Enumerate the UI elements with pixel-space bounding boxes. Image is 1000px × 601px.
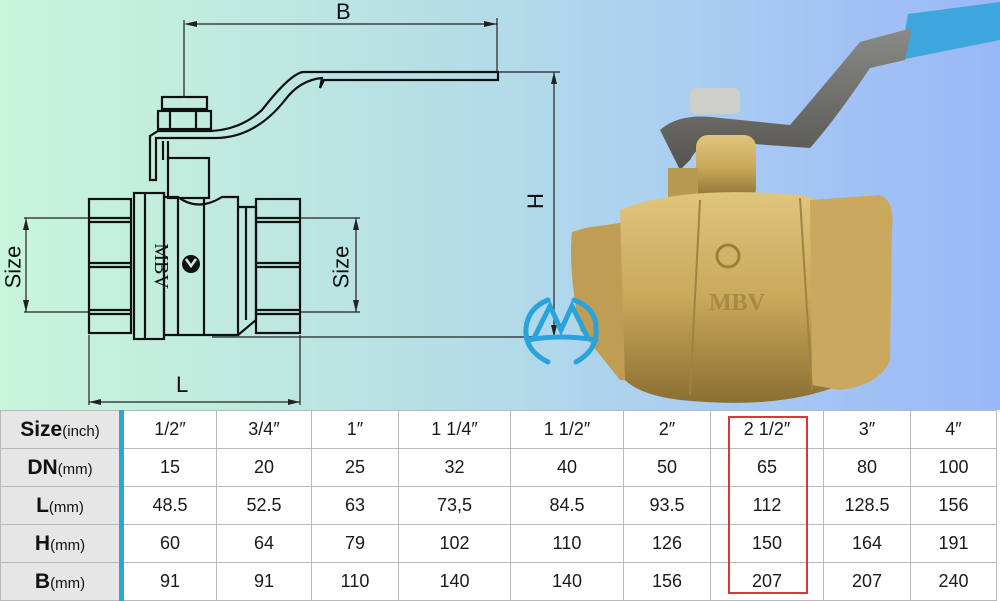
row-header-size: Size(inch): [0, 410, 124, 449]
table-cell: 1 1/4″: [398, 410, 511, 449]
mbv-emblem-icon: [182, 255, 200, 273]
table-cell: 60: [121, 524, 217, 563]
table-cell: 164: [823, 524, 911, 563]
table-cell: 1 1/2″: [510, 410, 624, 449]
table-cell: 50: [623, 448, 711, 487]
table-cell: 73,5: [398, 486, 511, 525]
table-cell: 3″: [823, 410, 911, 449]
table-cell: 128.5: [823, 486, 911, 525]
table-cell: 156: [623, 562, 711, 601]
table-cell: 112: [710, 486, 824, 525]
table-cell: 191: [910, 524, 997, 563]
table-cell: 93.5: [623, 486, 711, 525]
table-cell: 64: [216, 524, 312, 563]
valve-technical-drawing: MBV: [23, 18, 560, 405]
table-cell: 15: [121, 448, 217, 487]
table-cell: 126: [623, 524, 711, 563]
product-illustration: MBV: [0, 0, 1000, 410]
dimension-label-size-right: Size: [328, 245, 354, 289]
table-cell: 80: [823, 448, 911, 487]
table-cell: 48.5: [121, 486, 217, 525]
row-header-l: L(mm): [0, 486, 124, 525]
table-cell: 1″: [311, 410, 399, 449]
table-row-dn: DN(mm) 15 20 25 32 40 50 65 80 100: [0, 448, 997, 487]
table-cell: 2 1/2″: [710, 410, 824, 449]
table-row-b: B(mm) 91 91 110 140 140 156 207 207 240: [0, 562, 997, 601]
table-cell: 52.5: [216, 486, 312, 525]
table-cell: 100: [910, 448, 997, 487]
table-cell: 240: [910, 562, 997, 601]
valve-specification-table: Size(inch) 1/2″ 3/4″ 1″ 1 1/4″ 1 1/2″ 2″…: [0, 410, 997, 601]
table-cell: 91: [121, 562, 217, 601]
table-cell: 2″: [623, 410, 711, 449]
table-cell: 84.5: [510, 486, 624, 525]
photo-mbv-marking: MBV: [709, 290, 766, 316]
table-cell: 1/2″: [121, 410, 217, 449]
handle-grip: [900, 2, 1000, 60]
dimension-label-l: L: [176, 372, 189, 397]
table-cell: 102: [398, 524, 511, 563]
table-cell: 110: [510, 524, 624, 563]
row-header-h: H(mm): [0, 524, 124, 563]
table-cell: 140: [398, 562, 511, 601]
table-cell: 207: [823, 562, 911, 601]
table-row-size: Size(inch) 1/2″ 3/4″ 1″ 1 1/4″ 1 1/2″ 2″…: [0, 410, 997, 449]
table-cell: 79: [311, 524, 399, 563]
mbv-logo-icon: [523, 297, 599, 365]
table-cell: 20: [216, 448, 312, 487]
dimension-label-b: B: [336, 0, 351, 24]
table-cell: 156: [910, 486, 997, 525]
row-header-b: B(mm): [0, 562, 124, 601]
dimension-label-size-left: Size: [0, 245, 26, 289]
row-header-dn: DN(mm): [0, 448, 124, 487]
table-cell: 32: [398, 448, 511, 487]
table-row-l: L(mm) 48.5 52.5 63 73,5 84.5 93.5 112 12…: [0, 486, 997, 525]
table-cell: 65: [710, 448, 824, 487]
valve-product-photo: MBV: [571, 2, 1000, 403]
table-cell: 140: [510, 562, 624, 601]
table-cell: 91: [216, 562, 312, 601]
diagram-mbv-marking: MBV: [150, 243, 172, 289]
table-cell: 3/4″: [216, 410, 312, 449]
table-cell: 110: [311, 562, 399, 601]
table-cell: 63: [311, 486, 399, 525]
table-cell: 40: [510, 448, 624, 487]
table-cell: 25: [311, 448, 399, 487]
table-cell: 4″: [910, 410, 997, 449]
table-row-h: H(mm) 60 64 79 102 110 126 150 164 191: [0, 524, 997, 563]
table-cell: 207: [710, 562, 824, 601]
table-cell: 150: [710, 524, 824, 563]
